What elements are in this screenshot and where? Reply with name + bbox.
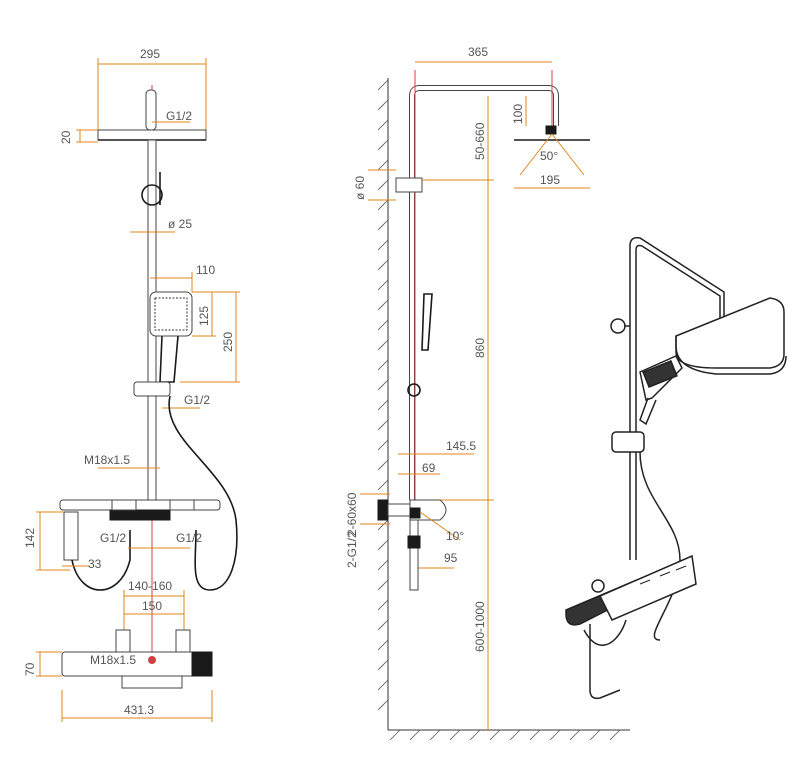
front-dim-140-160: 140-160 xyxy=(128,579,172,593)
front-dim-110: 110 xyxy=(196,263,215,277)
front-dim-142: 142 xyxy=(23,528,37,548)
side-dim-365: 365 xyxy=(468,45,488,59)
front-dim-250: 250 xyxy=(221,332,235,352)
side-dim-50deg: 50° xyxy=(540,149,558,163)
front-view: 295 20 G1/2 ø 25 110 125 250 G1/2 M18x1.… xyxy=(23,47,240,722)
side-dim-dia60: ø 60 xyxy=(353,176,367,200)
front-dim-33: 33 xyxy=(88,557,102,571)
side-dim-195: 195 xyxy=(540,173,560,187)
perspective-view xyxy=(565,236,787,700)
side-view: 365 50-660 100 ø 60 50° 195 860 145.5 69… xyxy=(345,45,630,741)
front-dim-20: 20 xyxy=(59,130,73,144)
side-dim-69: 69 xyxy=(422,461,436,475)
side-dim-600-1000: 600-1000 xyxy=(473,601,487,652)
side-dim-100: 100 xyxy=(511,104,525,124)
front-dim-150: 150 xyxy=(142,599,162,613)
front-dim-m18-top: M18x1.5 xyxy=(84,453,130,467)
front-dim-g12-left: G1/2 xyxy=(100,531,126,545)
front-dim-431: 431.3 xyxy=(124,703,154,717)
front-dim-m18-bottom: M18x1.5 xyxy=(90,653,136,667)
front-dim-70: 70 xyxy=(23,662,37,676)
side-dim-50-660: 50-660 xyxy=(473,122,487,160)
side-dim-2-60x60: 2-60x60 xyxy=(345,492,359,536)
front-dim-125: 125 xyxy=(197,306,211,326)
front-dim-g12-right: G1/2 xyxy=(176,531,202,545)
front-dim-g12-slider: G1/2 xyxy=(184,393,210,407)
side-dim-10deg: 10° xyxy=(446,529,464,543)
side-dim-860: 860 xyxy=(473,338,487,358)
front-dim-g12-top: G1/2 xyxy=(166,109,192,123)
side-dim-2-g12: 2-G1/2 xyxy=(345,531,359,568)
side-dim-95: 95 xyxy=(444,551,458,565)
front-dim-pipe-dia: ø 25 xyxy=(168,217,192,231)
side-dim-145: 145.5 xyxy=(446,439,476,453)
front-dim-295: 295 xyxy=(140,47,160,61)
